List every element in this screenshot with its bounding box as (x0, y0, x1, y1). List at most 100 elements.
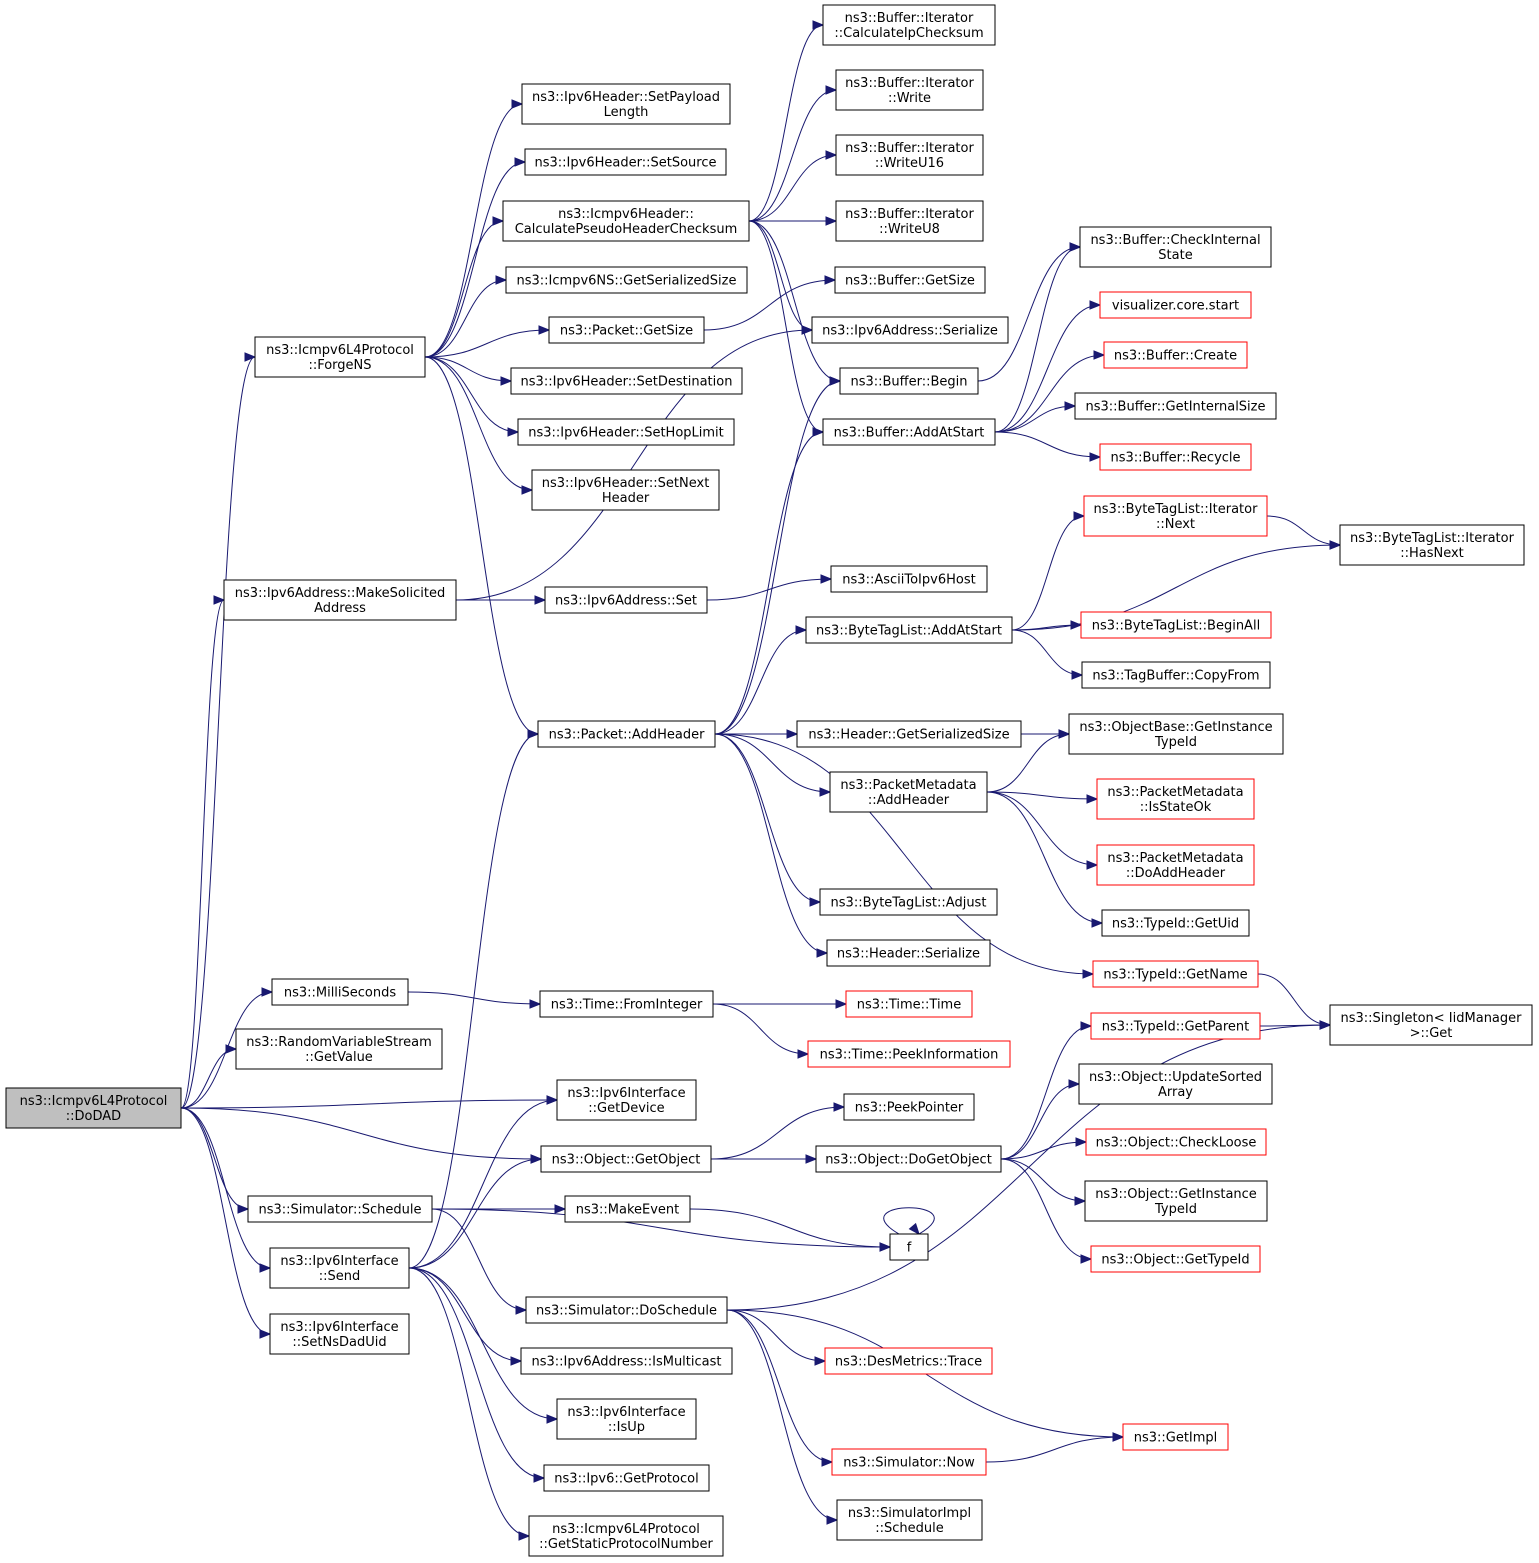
arrowhead (495, 275, 508, 285)
function-node-hdrserialize[interactable]: ns3::Header::Serialize (826, 939, 991, 967)
arrowhead (521, 485, 534, 495)
function-node-makeevent[interactable]: ns3::MakeEvent (564, 1195, 691, 1223)
function-node-bufbegin[interactable]: ns3::Buffer::Begin (839, 367, 979, 395)
function-node-addheader[interactable]: ns3::Packet::AddHeader (537, 720, 716, 748)
function-node-btlitnext[interactable]: ns3::ByteTagList::Iterator::Next (1083, 495, 1268, 537)
function-node-bufrecycle[interactable]: ns3::Buffer::Recycle (1099, 443, 1252, 471)
function-node-doschedule[interactable]: ns3::Simulator::DoSchedule (525, 1296, 728, 1324)
function-node-getstaticproto[interactable]: ns3::Icmpv6L4Protocol::GetStaticProtocol… (528, 1515, 724, 1557)
function-node-calcpseudo[interactable]: ns3::Icmpv6Header::CalculatePseudoHeader… (502, 200, 750, 242)
function-node-pktgetsize[interactable]: ns3::Packet::GetSize (548, 316, 705, 344)
arrowhead (1112, 1432, 1125, 1442)
node-label-line: ns3::Ipv6Header::SetSource (535, 156, 717, 171)
function-node-simimplschedule[interactable]: ns3::SimulatorImpl::Schedule (836, 1499, 983, 1541)
node-box (1080, 611, 1272, 639)
function-node-getprotocol[interactable]: ns3::Ipv6::GetProtocol (543, 1464, 710, 1492)
function-node-ifgetdevice[interactable]: ns3::Ipv6Interface::GetDevice (556, 1079, 697, 1121)
function-node-getobject[interactable]: ns3::Object::GetObject (540, 1145, 712, 1173)
function-node-nsgetsersize[interactable]: ns3::Icmpv6NS::GetSerializedSize (505, 266, 748, 294)
arrowhead (510, 1356, 523, 1366)
function-node-setnsdaduid[interactable]: ns3::Ipv6Interface::SetNsDadUid (269, 1313, 410, 1355)
function-node-simschedule[interactable]: ns3::Simulator::Schedule (247, 1195, 433, 1223)
function-node-dogetobject[interactable]: ns3::Object::DoGetObject (815, 1145, 1002, 1173)
function-node-ismulticast[interactable]: ns3::Ipv6Address::IsMulticast (520, 1347, 733, 1375)
function-node-setdest[interactable]: ns3::Ipv6Header::SetDestination (510, 367, 743, 395)
function-node-setsource[interactable]: ns3::Ipv6Header::SetSource (524, 148, 727, 176)
function-node-pmisstateok[interactable]: ns3::PacketMetadata::IsStateOk (1096, 778, 1255, 820)
function-node-dodad[interactable]: ns3::Icmpv6L4Protocol::DoDAD (5, 1087, 182, 1129)
function-node-typeidgetname[interactable]: ns3::TypeId::GetName (1092, 960, 1259, 988)
function-node-vizstart[interactable]: visualizer.core.start (1099, 291, 1252, 319)
function-node-typeidgetparent[interactable]: ns3::TypeId::GetParent (1090, 1012, 1261, 1040)
function-node-btladdatstart[interactable]: ns3::ByteTagList::AddAtStart (805, 616, 1013, 644)
function-node-btladjust[interactable]: ns3::ByteTagList::Adjust (819, 888, 998, 916)
call-edge-dodad-to-getobject (180, 1107, 542, 1160)
node-box (521, 83, 731, 125)
node-box (1096, 844, 1255, 886)
node-label-line: ns3::Packet::AddHeader (549, 728, 705, 743)
function-node-milliseconds[interactable]: ns3::MilliSeconds (271, 978, 409, 1006)
function-node-isup[interactable]: ns3::Ipv6Interface::IsUp (556, 1398, 697, 1440)
node-label-line: ns3::Buffer::GetSize (845, 274, 975, 289)
node-label-line: ns3::Object::GetObject (552, 1153, 701, 1168)
call-edge-ifsend-to-addheader (408, 733, 539, 1269)
node-label-line: ns3::MakeEvent (576, 1203, 680, 1218)
arrowhead (225, 1044, 238, 1054)
function-node-forgens[interactable]: ns3::Icmpv6L4Protocol::ForgeNS (254, 336, 426, 378)
function-node-btlithasnext[interactable]: ns3::ByteTagList::Iterator::HasNext (1339, 524, 1525, 566)
arrowhead (820, 574, 833, 584)
function-node-hdrgetsersize[interactable]: ns3::Header::GetSerializedSize (796, 720, 1022, 748)
function-node-bufaddatstart[interactable]: ns3::Buffer::AddAtStart (822, 418, 996, 446)
function-node-pmdoaddheader[interactable]: ns3::PacketMetadata::DoAddHeader (1096, 844, 1255, 886)
function-node-rvsgetvalue[interactable]: ns3::RandomVariableStream::GetValue (235, 1028, 443, 1070)
arrowhead (538, 325, 551, 335)
function-node-destrace[interactable]: ns3::DesMetrics::Trace (824, 1347, 993, 1375)
node-box (831, 1448, 987, 1476)
function-node-itwrite[interactable]: ns3::Buffer::Iterator::Write (835, 69, 984, 111)
call-edge-addheader-to-btladdatstart (714, 629, 807, 735)
arrowhead (1086, 794, 1099, 804)
function-node-peekpointer[interactable]: ns3::PeekPointer (843, 1093, 975, 1121)
arrowhead (1080, 1021, 1093, 1031)
function-node-tagbufcopy[interactable]: ns3::TagBuffer::CopyFrom (1081, 661, 1271, 689)
function-node-addrset[interactable]: ns3::Ipv6Address::Set (544, 586, 708, 614)
function-node-getimpl[interactable]: ns3::GetImpl (1122, 1423, 1229, 1451)
function-node-itwriteu16[interactable]: ns3::Buffer::Iterator::WriteU16 (835, 134, 984, 176)
arrowhead (812, 427, 825, 437)
function-node-btlbeginall[interactable]: ns3::ByteTagList::BeginAll (1080, 611, 1272, 639)
arrowhead (795, 625, 808, 635)
function-node-addrserialize[interactable]: ns3::Ipv6Address::Serialize (811, 316, 1009, 344)
function-node-sethoplimit[interactable]: ns3::Ipv6Header::SetHopLimit (517, 418, 735, 446)
function-node-bufgetinternal[interactable]: ns3::Buffer::GetInternalSize (1074, 392, 1277, 420)
function-node-bufcreate[interactable]: ns3::Buffer::Create (1103, 341, 1248, 369)
function-node-typeidgetuid[interactable]: ns3::TypeId::GetUid (1101, 909, 1250, 937)
function-node-ifsend[interactable]: ns3::Ipv6Interface::Send (269, 1247, 410, 1289)
function-node-simnow[interactable]: ns3::Simulator::Now (831, 1448, 987, 1476)
function-node-f[interactable]: f (889, 1233, 929, 1261)
node-label-line: ::WriteU8 (879, 222, 940, 237)
function-node-objgettypeid[interactable]: ns3::Object::GetTypeId (1090, 1245, 1261, 1273)
node-label-line: ns3::Ipv6Header::SetDestination (521, 375, 733, 390)
function-node-bufgetsize[interactable]: ns3::Buffer::GetSize (834, 266, 986, 294)
function-node-asciitoipv6[interactable]: ns3::AsciiToIpv6Host (830, 565, 988, 593)
node-box (834, 266, 986, 294)
function-node-timetime[interactable]: ns3::Time::Time (845, 990, 973, 1018)
call-edge-forgens-to-sethoplimit (424, 356, 519, 433)
arrowhead (819, 787, 832, 797)
function-node-pmaddheader[interactable]: ns3::PacketMetadata::AddHeader (829, 771, 988, 813)
function-node-itwriteu8[interactable]: ns3::Buffer::Iterator::WriteU8 (835, 200, 984, 242)
function-node-singletonget[interactable]: ns3::Singleton< IidManager>::Get (1329, 1004, 1533, 1046)
function-node-itcalcip[interactable]: ns3::Buffer::Iterator::CalculateIpChecks… (822, 4, 996, 46)
function-node-peekinfo[interactable]: ns3::Time::PeekInformation (807, 1040, 1011, 1068)
arrowhead (1093, 350, 1106, 360)
arrowhead (554, 1204, 567, 1214)
function-node-fromint[interactable]: ns3::Time::FromInteger (539, 990, 714, 1018)
function-node-objcheckloose[interactable]: ns3::Object::CheckLoose (1085, 1128, 1267, 1156)
